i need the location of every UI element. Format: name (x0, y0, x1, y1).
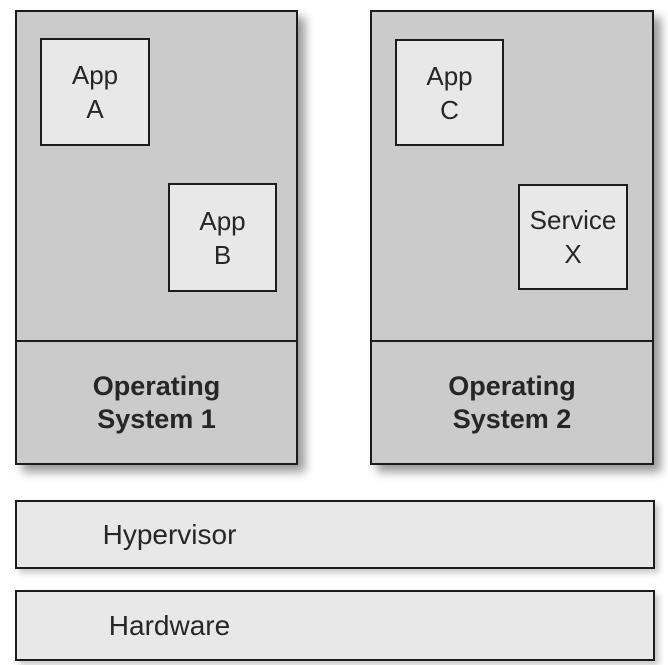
os1-label-line1: Operating (92, 370, 221, 401)
os2-label-line2: System 2 (452, 403, 572, 434)
service-x-label-line1: Service (529, 205, 617, 235)
hardware-layer-box: Hardware (15, 590, 655, 661)
app-a-label-line2: A (86, 94, 104, 124)
os1-label-section: Operating System 1 (17, 340, 296, 463)
hypervisor-layer-box: Hypervisor (15, 500, 655, 569)
app-c-box: App C (395, 39, 504, 146)
app-a-label-line1: App (71, 60, 119, 90)
app-b-label-line2: B (213, 239, 232, 270)
app-b-box: App B (168, 183, 277, 292)
service-x-label-line2: X (564, 239, 582, 269)
hypervisor-label: Hypervisor (102, 518, 237, 550)
hardware-label: Hardware (108, 609, 231, 641)
os1-label-line2: System 1 (97, 403, 216, 434)
os2-label-line1: Operating (448, 370, 576, 401)
vm-box-2: App C Service X Operating System 2 (370, 10, 654, 465)
vm-box-1: App A App B Operating System 1 (15, 10, 298, 465)
app-a-box: App A (40, 38, 150, 146)
app-c-label-line2: C (440, 94, 459, 125)
service-x-box: Service X (518, 184, 628, 290)
app-b-label-line1: App (199, 205, 246, 236)
os2-label-section: Operating System 2 (372, 340, 652, 463)
app-c-label-line1: App (426, 60, 473, 91)
